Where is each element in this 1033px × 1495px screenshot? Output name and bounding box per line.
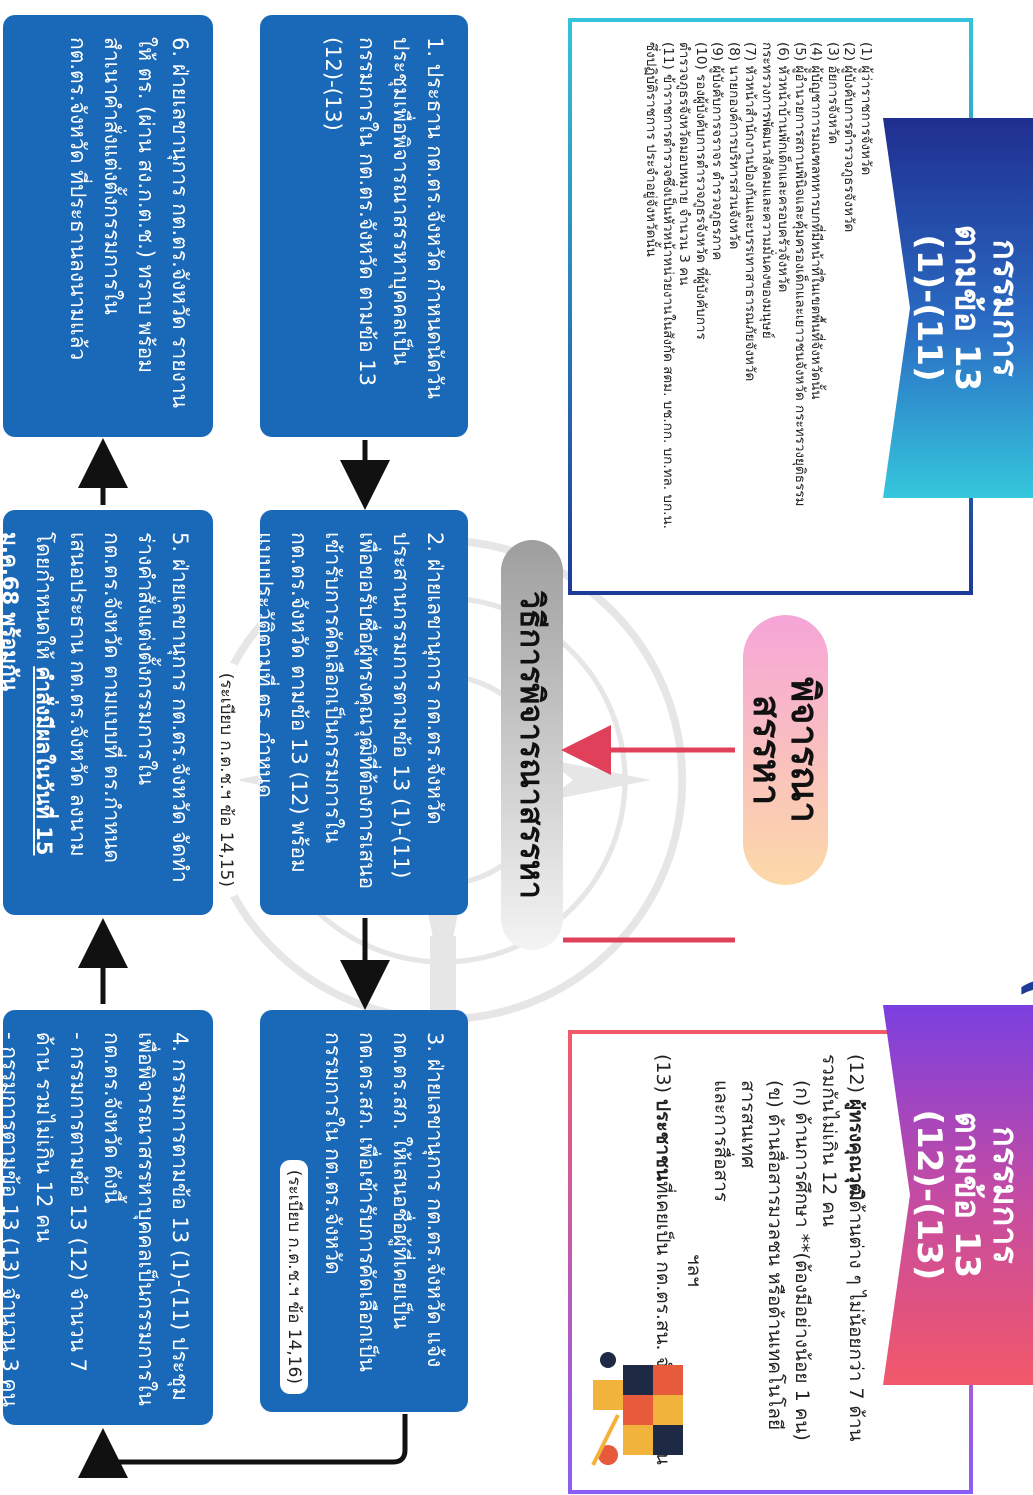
puzzle-illustration — [591, 1352, 683, 1466]
arrow-step-3-4 — [78, 1414, 408, 1478]
